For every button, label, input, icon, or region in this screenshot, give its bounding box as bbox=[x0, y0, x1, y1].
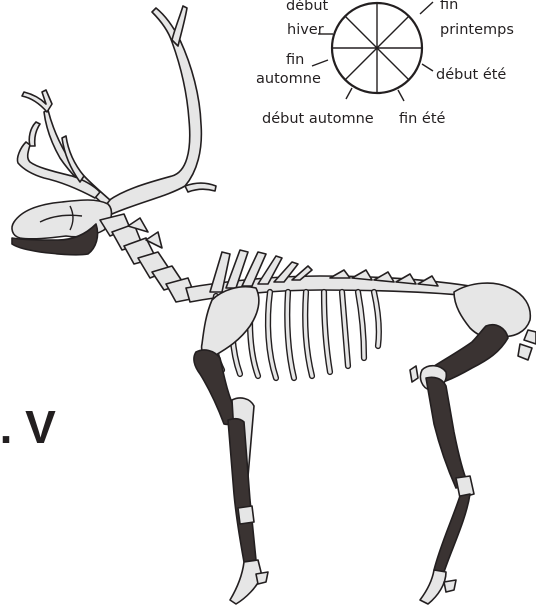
skeleton bbox=[12, 6, 536, 604]
hind-dewclaw bbox=[444, 580, 456, 592]
skull bbox=[12, 200, 111, 255]
leader-line bbox=[312, 60, 328, 66]
label-debut-hiver-line1: début bbox=[286, 0, 329, 14]
antlers bbox=[17, 6, 216, 214]
label-fin-printemps-line1: fin bbox=[440, 0, 458, 13]
lumbar-process bbox=[352, 270, 372, 280]
cropped-caption-text: c. V bbox=[0, 401, 56, 453]
metatarsal bbox=[434, 494, 470, 572]
loose-bone-fragment bbox=[410, 366, 418, 382]
hindleg bbox=[420, 325, 508, 604]
tail-vertebrae bbox=[518, 344, 532, 360]
antler-tine-small bbox=[29, 122, 40, 146]
front-carpals bbox=[238, 506, 254, 524]
hind-hoof bbox=[420, 570, 446, 604]
label-fin-ete: fin été bbox=[399, 111, 446, 127]
antler-main-beam bbox=[103, 8, 201, 214]
antler-tine-top bbox=[172, 6, 187, 46]
tibia bbox=[426, 377, 468, 488]
neck-vertebrae bbox=[100, 214, 196, 302]
season-wheel bbox=[312, 2, 433, 101]
antler-front-palm bbox=[22, 90, 52, 112]
label-debut-automne: début automne bbox=[262, 111, 374, 127]
humerus bbox=[194, 350, 236, 424]
label-debut-hiver-line2: hiver bbox=[287, 22, 324, 38]
label-fin-automne-line2: automne bbox=[256, 71, 321, 87]
leader-line bbox=[398, 90, 404, 101]
front-dewclaw bbox=[256, 572, 268, 584]
label-debut-ete: début été bbox=[436, 67, 506, 83]
label-fin-printemps-line2: printemps bbox=[440, 22, 514, 38]
label-fin-automne-line1: fin bbox=[286, 52, 304, 68]
foreleg bbox=[194, 350, 268, 604]
leader-line bbox=[420, 2, 433, 14]
leader-line bbox=[422, 64, 433, 71]
tail-vertebrae bbox=[524, 330, 536, 344]
antler-tine-rear bbox=[185, 183, 216, 192]
lumbar-process bbox=[330, 270, 350, 278]
leader-line bbox=[346, 88, 352, 99]
